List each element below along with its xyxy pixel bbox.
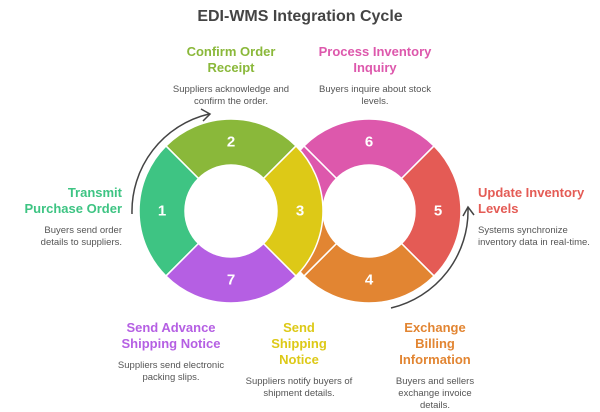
step-5-label: Update Inventory Levels Systems synchron… <box>478 185 598 249</box>
step-7-title: Send Advance Shipping Notice <box>121 320 221 351</box>
step-5-title: Update Inventory Levels <box>478 185 585 216</box>
step-4-label: Exchange Billing Information Buyers and … <box>360 320 510 412</box>
step-5-segment <box>400 144 462 278</box>
cycle-arrow-right <box>390 207 469 309</box>
step-3-description: Suppliers notify buyers of shipment deta… <box>245 376 353 399</box>
infinity-cycle-diagram: 1 2 3 4 5 6 7 <box>131 108 475 309</box>
step-1-segment <box>138 144 200 278</box>
step-7-description: Suppliers send electronic packing slips. <box>117 360 225 383</box>
step-2-label: Confirm Order Receipt Suppliers acknowle… <box>156 44 306 108</box>
step-2-description: Suppliers acknowledge and confirm the or… <box>172 84 290 107</box>
step-6-number: 6 <box>365 134 373 151</box>
diagram-title: EDI-WMS Integration Cycle <box>197 8 403 25</box>
step-7-label: Send Advance Shipping Notice Suppliers s… <box>96 320 246 384</box>
step-4-title: Exchange Billing Information <box>399 320 471 367</box>
step-7-number: 7 <box>227 272 235 289</box>
step-1-title: Transmit Purchase Order <box>24 185 122 216</box>
step-6-label: Process Inventory Inquiry Buyers inquire… <box>300 44 450 108</box>
step-6-description: Buyers inquire about stock levels. <box>319 84 431 107</box>
step-1-number: 1 <box>158 203 166 220</box>
step-3-title: Send Shipping Notice <box>271 320 327 367</box>
step-6-title: Process Inventory Inquiry <box>318 44 432 75</box>
step-4-number: 4 <box>365 272 374 289</box>
step-5-description: Systems synchronize inventory data in re… <box>478 225 590 248</box>
step-2-segment <box>164 118 298 180</box>
step-4-description: Buyers and sellers exchange invoice deta… <box>395 376 475 411</box>
step-3-number: 3 <box>296 203 304 220</box>
step-1-label: Transmit Purchase Order Buyers send orde… <box>0 185 122 249</box>
cycle-arrow-left <box>131 113 210 215</box>
step-5-number: 5 <box>434 203 442 220</box>
step-1-description: Buyers send order details to suppliers. <box>40 225 122 248</box>
step-6-segment <box>302 118 436 180</box>
step-2-title: Confirm Order Receipt <box>186 44 276 75</box>
step-3-label: Send Shipping Notice Suppliers notify bu… <box>224 320 374 400</box>
arrow-head-left-icon <box>200 108 212 122</box>
arrow-head-right-icon <box>462 205 475 217</box>
step-2-number: 2 <box>227 134 235 151</box>
step-7-segment <box>164 242 298 304</box>
step-4-segment <box>302 242 436 304</box>
step-3-segment <box>262 144 324 278</box>
